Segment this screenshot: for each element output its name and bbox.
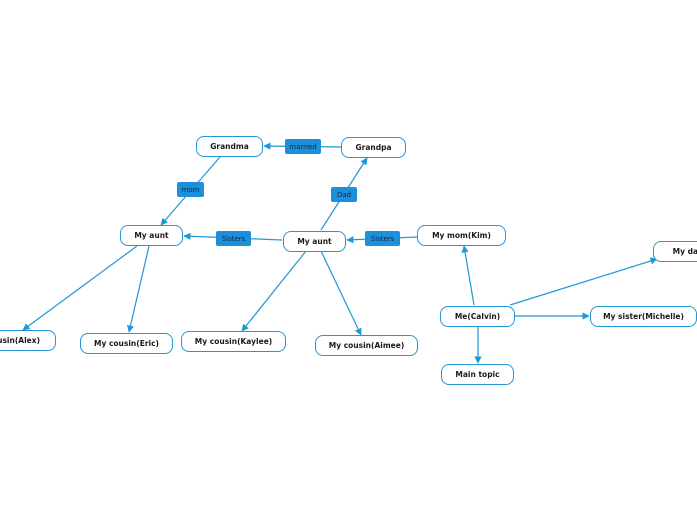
node-mom[interactable]: My mom(Kim) — [417, 225, 506, 246]
edge-label-mom: mom — [177, 182, 204, 197]
node-sister[interactable]: My sister(Michelle) — [590, 306, 697, 327]
edge-aunt-left-to-eric — [126, 245, 150, 333]
node-cousin-alex[interactable]: My cousin(Alex) — [0, 330, 56, 351]
edge-label-sisters-left: Sisters — [216, 231, 251, 246]
edge-label-sisters-right: Sisters — [365, 231, 400, 246]
node-dad[interactable]: My dad — [653, 241, 697, 262]
node-cousin-kaylee[interactable]: My cousin(Kaylee) — [181, 331, 286, 352]
edge-label-married: married — [285, 139, 321, 154]
node-aunt-left[interactable]: My aunt — [120, 225, 183, 246]
node-cousin-aimee[interactable]: My cousin(Aimee) — [315, 335, 418, 356]
node-aunt-center[interactable]: My aunt — [283, 231, 346, 252]
node-grandma[interactable]: Grandma — [196, 136, 263, 157]
node-grandpa[interactable]: Grandpa — [341, 137, 406, 158]
node-cousin-eric[interactable]: My cousin(Eric) — [80, 333, 173, 354]
node-me[interactable]: Me(Calvin) — [440, 306, 515, 327]
edge-aunt-center-to-aimee — [320, 250, 362, 336]
edge-me-to-dad — [509, 257, 658, 306]
edge-me-to-mom — [461, 245, 475, 306]
edge-aunt-center-to-kaylee — [241, 250, 307, 332]
node-main-topic[interactable]: Main topic — [441, 364, 514, 385]
edge-aunt-left-to-alex — [22, 245, 138, 331]
edge-label-dad: Dad — [331, 187, 357, 202]
